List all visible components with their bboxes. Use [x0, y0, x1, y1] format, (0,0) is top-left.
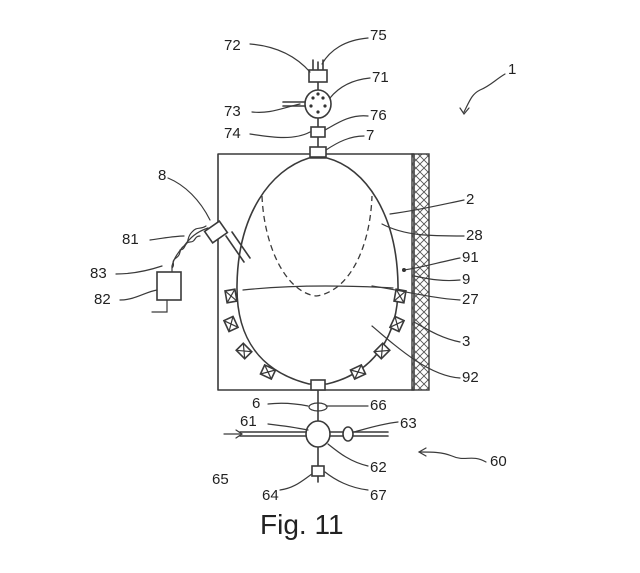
label-75: 75	[370, 27, 387, 44]
label-66: 66	[370, 397, 387, 414]
hatched-wall	[411, 153, 430, 391]
label-1: 1	[508, 61, 516, 78]
label-2: 2	[466, 191, 474, 208]
label-72: 72	[224, 37, 241, 54]
label-64: 64	[262, 487, 279, 504]
label-91: 91	[462, 249, 479, 266]
label-71: 71	[372, 69, 389, 86]
label-62: 62	[370, 459, 387, 476]
label-7: 7	[366, 127, 374, 144]
label-76: 76	[370, 107, 387, 124]
label-74: 74	[224, 125, 241, 142]
heating-elements	[222, 288, 407, 381]
top-connector-assembly	[282, 59, 332, 158]
label-67: 67	[370, 487, 387, 504]
label-60: 60	[490, 453, 507, 470]
reference-labels: 1 2 28 91 9 27 3 92 75 72 71 73 76 74 7 …	[90, 27, 516, 504]
label-27: 27	[462, 291, 479, 308]
figure-caption: Fig. 11	[260, 509, 344, 540]
inner-bag-dashed	[261, 195, 373, 297]
leader-lines	[115, 37, 465, 491]
point-91	[402, 268, 406, 272]
bottom-connector-assembly	[223, 379, 389, 483]
label-83: 83	[90, 265, 107, 282]
label-8: 8	[158, 167, 166, 184]
liquid-level	[242, 285, 394, 291]
reference-arrows	[417, 73, 506, 463]
label-6: 6	[252, 395, 260, 412]
label-63: 63	[400, 415, 417, 432]
side-port-assembly	[151, 219, 251, 313]
bag-outline	[236, 157, 399, 385]
label-81: 81	[122, 231, 139, 248]
label-82: 82	[94, 291, 111, 308]
label-9: 9	[462, 271, 470, 288]
label-92: 92	[462, 369, 479, 386]
label-65: 65	[212, 471, 229, 488]
label-28: 28	[466, 227, 483, 244]
label-61: 61	[240, 413, 257, 430]
label-3: 3	[462, 333, 470, 350]
label-73: 73	[224, 103, 241, 120]
